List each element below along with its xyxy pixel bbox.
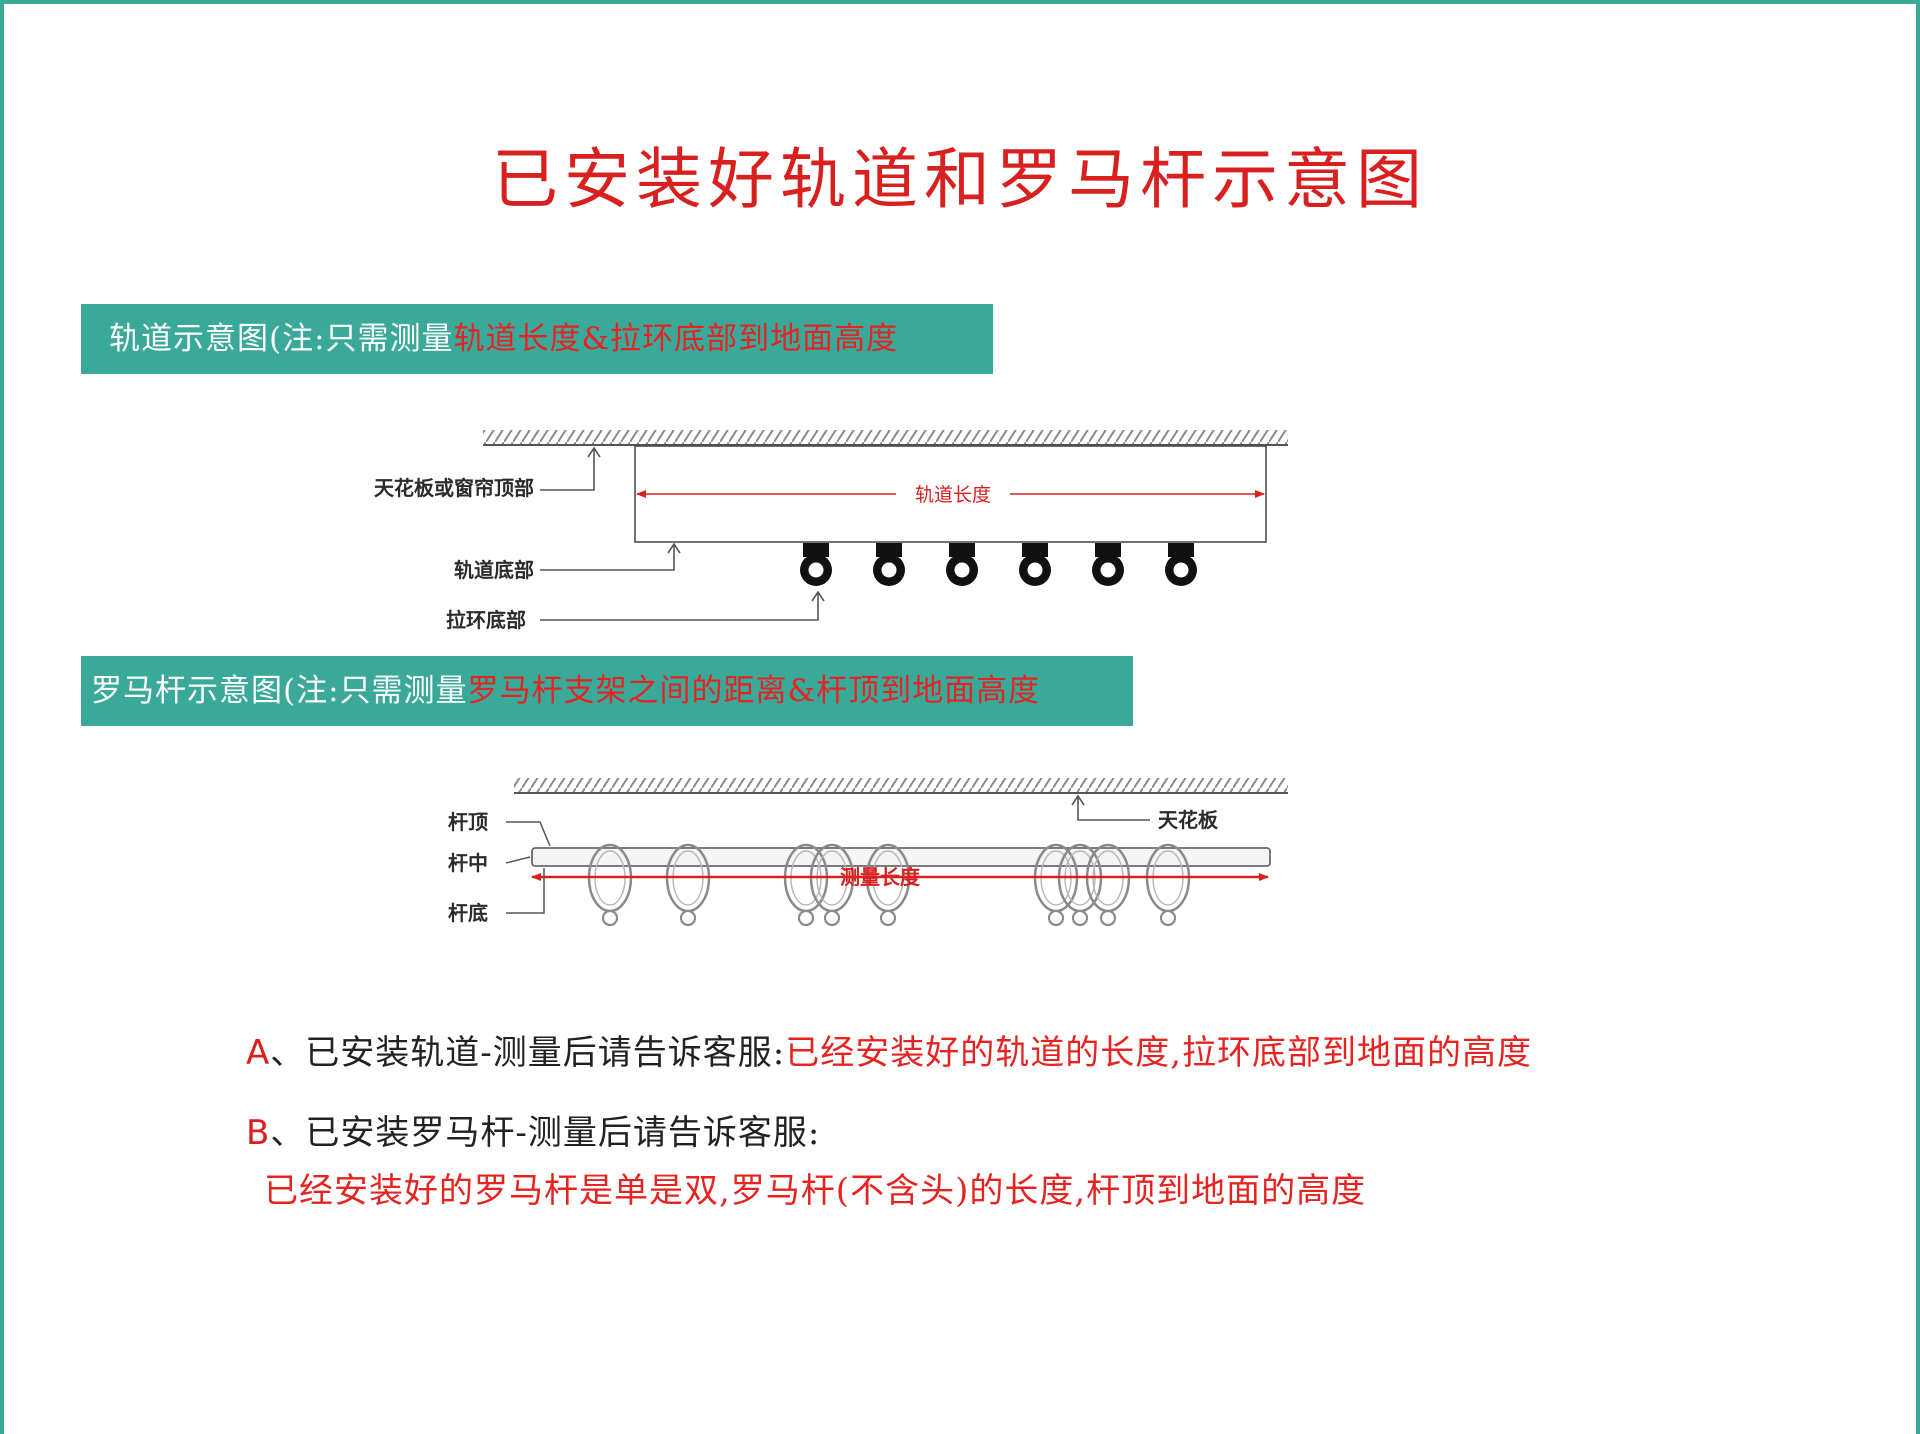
rod-bottom-leader: [506, 868, 545, 914]
track-roller: [946, 543, 978, 586]
rod-middle-leader: [505, 856, 531, 864]
ring-bottom-leader: [540, 592, 818, 621]
track-bottom-label: 轨道底部: [454, 558, 534, 582]
rod-banner-highlight: 罗马杆支架之间的距离&杆顶到地面高度: [467, 673, 1041, 709]
track-ceiling-hatch: [483, 430, 1288, 444]
note-a-text: 、已安装轨道-测量后请告诉客服:: [270, 1033, 786, 1073]
rod-rings: [587, 843, 1191, 927]
note-b-key: B: [246, 1113, 271, 1153]
track-banner-highlight: 轨道长度&拉环底部到地面高度: [453, 321, 899, 357]
note-b: B、已安装罗马杆-测量后请告诉客服:: [246, 1110, 820, 1156]
track-length-label: 轨道长度: [915, 484, 991, 506]
track-banner-prefix: 轨道示意图(注:只需测量: [109, 321, 454, 357]
rod-ceiling-label: 天花板: [1158, 808, 1219, 832]
note-b-highlight: 已经安装好的罗马杆是单是双,罗马杆(不含头)的长度,杆顶到地面的高度: [264, 1171, 1367, 1211]
note-a-key: A: [246, 1033, 271, 1073]
rod-top-label: 杆顶: [448, 810, 488, 834]
track-roller: [800, 543, 832, 586]
page-title: 已安装好轨道和罗马杆示意图: [492, 141, 1428, 218]
rod-measure-label: 测量长度: [840, 865, 921, 889]
rod-ceiling-hatch: [514, 778, 1288, 792]
note-a-highlight: 已经安装好的轨道的长度,拉环底部到地面的高度: [785, 1033, 1533, 1073]
track-roller: [873, 543, 905, 586]
track-bottom-leader: [540, 544, 674, 571]
track-roller: [1092, 543, 1124, 586]
rod-middle-label: 杆中: [448, 851, 488, 875]
track-section-banner: 轨道示意图(注:只需测量轨道长度&拉环底部到地面高度: [81, 304, 993, 374]
note-a: A、已安装轨道-测量后请告诉客服:已经安装好的轨道的长度,拉环底部到地面的高度: [246, 1030, 1532, 1076]
track-ceiling-label: 天花板或窗帘顶部: [374, 476, 534, 500]
track-roller: [1019, 543, 1051, 586]
rod-diagram: 测量长度 杆顶 杆中 杆底 天花板: [448, 778, 1288, 927]
track-diagram: 轨道长度 天花板或窗帘顶部 轨道底部 拉环底部: [374, 430, 1288, 632]
ring-bottom-label: 拉环底部: [446, 608, 526, 632]
track-ceiling-leader: [540, 448, 594, 491]
rod-bottom-label: 杆底: [448, 901, 488, 925]
rod-section-banner: 罗马杆示意图(注:只需测量罗马杆支架之间的距离&杆顶到地面高度: [81, 656, 1133, 726]
track-roller: [1165, 543, 1197, 586]
rod-banner-prefix: 罗马杆示意图(注:只需测量: [91, 673, 468, 709]
rod-ceiling-leader: [1078, 796, 1150, 821]
note-b-text: 、已安装罗马杆-测量后请告诉客服:: [270, 1113, 821, 1153]
track-rollers: [800, 543, 1197, 586]
rod-top-leader: [506, 821, 551, 847]
